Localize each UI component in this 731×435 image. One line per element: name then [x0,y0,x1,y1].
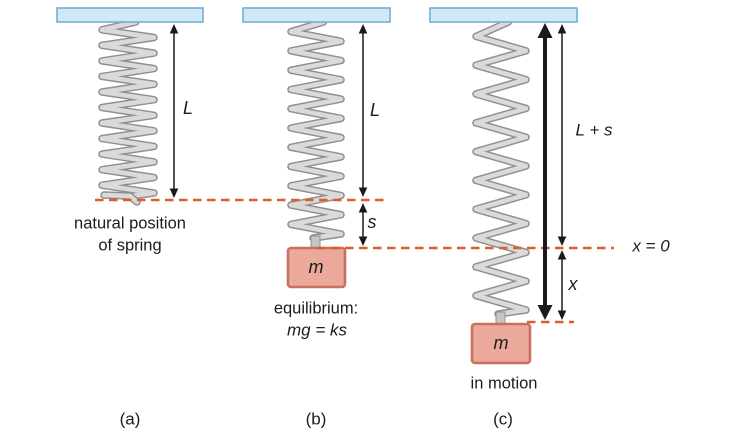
caption-b: (b) [305,409,327,429]
note-b-line1: equilibrium: [273,299,359,318]
mass-block-b [286,246,347,289]
mass-label-c: m [493,332,509,353]
length-plus-s-arrow-c [557,24,567,246]
stretch-arrow-b [358,203,368,246]
length-label-b: L [369,99,381,120]
note-a-line2: of spring [98,236,162,255]
caption-c: (c) [493,409,513,429]
displacement-arrow-c [557,250,567,320]
spring-a [98,18,158,201]
ceiling-bar-c [429,7,578,23]
length-arrow-b [358,24,368,197]
spring-a-end-hook [100,191,141,206]
note-b-equation: mg = ks [287,320,347,340]
spring-b [287,18,345,242]
note-a-line1: natural position [74,214,186,233]
spring-c [472,18,530,318]
mass-label-b: m [308,256,324,277]
displacement-label-c: x [568,273,578,294]
note-c: in motion [470,374,538,393]
length-label-a: L [182,97,194,118]
mass-block-c [470,322,532,365]
ceiling-bar-b [242,7,391,23]
length-arrow-a [169,24,179,198]
stretch-label-b: s [367,211,377,232]
ceiling-bar-a [56,7,204,23]
x-equals-zero-label: x = 0 [632,236,670,256]
total-length-label-c: L + s [575,120,613,140]
total-extension-arrow-c [537,23,553,320]
caption-a: (a) [119,409,141,429]
